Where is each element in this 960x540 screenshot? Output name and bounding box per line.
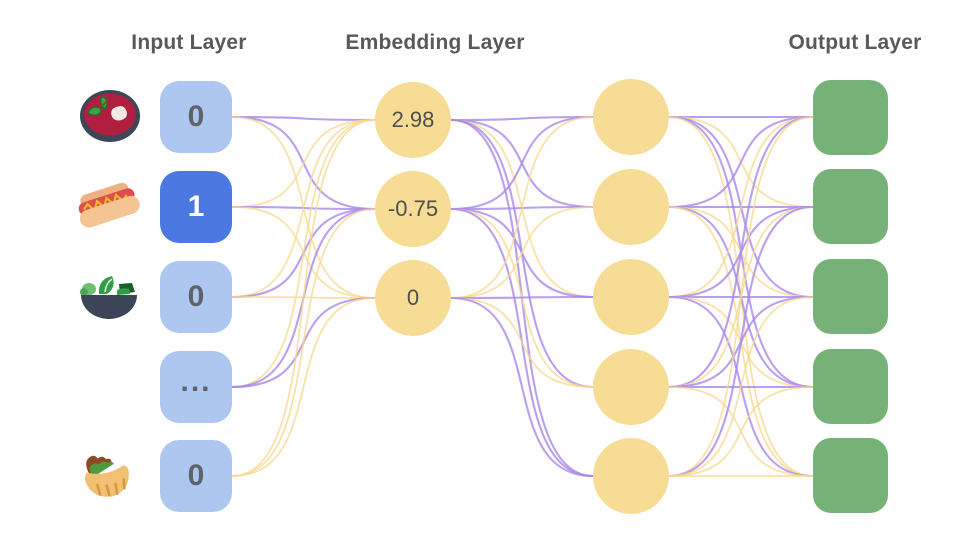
edge-embedding_to_hidden-2-1 bbox=[450, 206, 594, 299]
hidden-node-5 bbox=[593, 438, 669, 514]
edge-hidden_to_output-3-0 bbox=[668, 115, 814, 389]
input-node-flatbread: 0 bbox=[160, 440, 232, 512]
hidden-node-3 bbox=[593, 259, 669, 335]
edge-input_to_embedding-1-0 bbox=[231, 119, 376, 208]
edge-hidden_to_output-1-0 bbox=[668, 115, 814, 209]
hidden-node-1 bbox=[593, 79, 669, 155]
embedding-node-3: 0 bbox=[375, 260, 451, 336]
embedding-value: -0.75 bbox=[387, 196, 439, 221]
edge-embedding_to_hidden-2-0 bbox=[450, 116, 594, 299]
embedding-node-1: 2.98 bbox=[375, 82, 451, 158]
input-node-hot-dog: 1 bbox=[160, 171, 232, 243]
output-node-5 bbox=[813, 438, 888, 513]
edge-input_to_embedding-4-0 bbox=[231, 119, 376, 477]
input-node-value: 0 bbox=[187, 459, 205, 492]
output-node-2 bbox=[813, 169, 888, 244]
embedding-node-2: -0.75 bbox=[375, 171, 451, 247]
hidden-node-4 bbox=[593, 349, 669, 425]
edge-hidden_to_output-4-0 bbox=[668, 116, 814, 477]
input-node-value: 0 bbox=[187, 100, 205, 133]
borscht-soup-icon bbox=[80, 90, 140, 142]
stuffed-flatbread-icon bbox=[84, 455, 129, 497]
input-node-salad: 0 bbox=[160, 261, 232, 333]
edge-embedding_to_hidden-2-2 bbox=[450, 295, 594, 300]
edge-input_to_embedding-2-0 bbox=[231, 119, 376, 298]
green-salad-icon bbox=[80, 276, 137, 319]
edge-embedding_to_hidden-0-0 bbox=[450, 115, 594, 122]
edge-embedding_to_hidden-2-3 bbox=[450, 297, 594, 388]
edge-embedding_to_hidden-2-4 bbox=[450, 296, 594, 478]
embedding-value: 0 bbox=[406, 285, 420, 310]
output-node-1 bbox=[813, 80, 888, 155]
input-node-ellipsis: ... bbox=[160, 351, 232, 423]
edge-input_to_embedding-3-0 bbox=[231, 119, 376, 388]
edge-input_to_embedding-4-2 bbox=[231, 297, 376, 477]
embedding-value: 2.98 bbox=[391, 107, 435, 132]
embedding-layer-title: Embedding Layer bbox=[345, 31, 525, 54]
hidden-node-2 bbox=[593, 169, 669, 245]
edge-input_to_embedding-4-1 bbox=[231, 208, 376, 477]
input-node-value: 0 bbox=[187, 280, 205, 313]
output-layer-title: Output Layer bbox=[788, 31, 922, 54]
edge-hidden_to_output-4-1 bbox=[668, 205, 814, 478]
output-node-4 bbox=[813, 349, 888, 424]
hot-dog-icon bbox=[78, 182, 140, 228]
edge-input_to_embedding-0-0 bbox=[231, 115, 376, 122]
input-layer-title: Input Layer bbox=[131, 31, 247, 54]
input-node-value: ... bbox=[180, 365, 212, 398]
input-node-value: 1 bbox=[187, 190, 205, 223]
edge-hidden_to_output-2-0 bbox=[668, 116, 814, 298]
output-node-3 bbox=[813, 259, 888, 334]
edge-embedding_to_hidden-1-0 bbox=[450, 115, 594, 211]
input-node-borscht: 0 bbox=[160, 81, 232, 153]
edge-hidden_to_output-4-3 bbox=[668, 386, 814, 477]
edge-hidden_to_output-4-2 bbox=[668, 296, 814, 477]
